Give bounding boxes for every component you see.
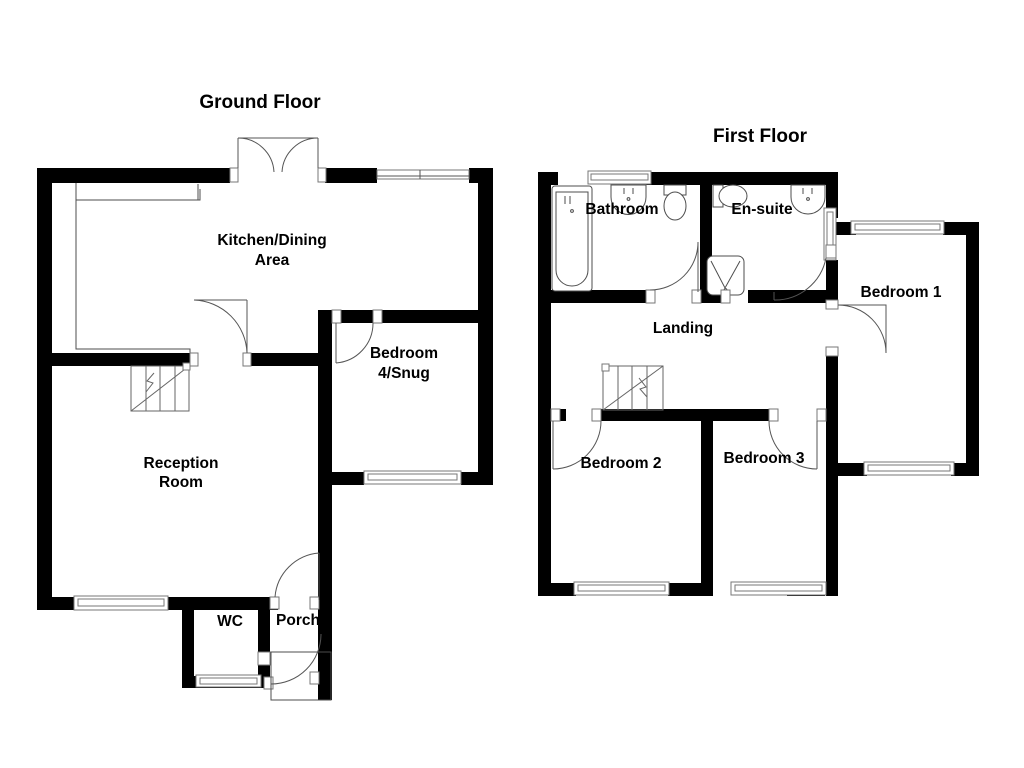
door-porch-top <box>269 552 320 610</box>
door-bedroom3 <box>768 408 827 470</box>
window-bedroom1-bottom <box>863 461 955 476</box>
room-label-bedroom4-line1: Bedroom <box>370 345 438 362</box>
wall-bedroom1-right <box>966 222 979 476</box>
wall-bedroom4-bottom-left <box>332 472 364 485</box>
room-label-bedroom2: Bedroom 2 <box>581 455 662 472</box>
wall-bedroom1-top-left <box>832 222 856 235</box>
door-bedroom2 <box>550 408 602 470</box>
wall-ff-left-outer <box>538 172 551 596</box>
wall-ff-top-right <box>646 172 836 185</box>
ensuite-toilet <box>712 184 748 208</box>
wall-bedroom2-3-divider <box>701 409 713 596</box>
window-bedroom2-bottom <box>573 581 670 596</box>
door-bedroom4 <box>331 309 383 364</box>
wall-left-outer <box>37 168 52 610</box>
wall-top-left <box>37 168 230 183</box>
room-label-landing: Landing <box>653 320 713 337</box>
wall-mid-right <box>249 353 325 366</box>
window-bedroom4-bottom <box>363 470 462 485</box>
room-label-bedroom3: Bedroom 3 <box>724 450 805 467</box>
window-bedroom1-top <box>850 220 945 235</box>
wall-ff-bottom-mid <box>668 583 706 596</box>
wall-mid-left <box>37 353 192 366</box>
first-floor-group <box>538 170 979 596</box>
room-label-reception-line1: Reception <box>144 455 219 472</box>
kitchen-counter-top <box>76 189 201 201</box>
bath-tub <box>551 185 593 292</box>
wall-wc-left <box>182 597 194 687</box>
room-label-reception-line2: Room <box>159 474 203 491</box>
wall-bedroom4-top <box>318 310 493 323</box>
first-floor-title: First Floor <box>713 126 808 147</box>
ground-floor-walls <box>37 168 493 700</box>
room-label-bedroom4-line2: 4/Snug <box>378 365 430 382</box>
stairs-ground-up <box>130 362 191 412</box>
door-kitchen-reception <box>189 299 252 367</box>
wall-porch-right <box>318 540 332 700</box>
door-kitchen-french <box>229 137 327 183</box>
kitchen-counter-outer <box>75 183 199 201</box>
ensuite-washbasin <box>790 184 826 215</box>
kitchen-counter-left <box>75 200 191 358</box>
ensuite-shower-tray <box>706 255 745 296</box>
door-wc <box>257 651 271 666</box>
wall-bedroom1-bottom-right <box>951 463 979 476</box>
door-bedroom1 <box>825 299 887 357</box>
kitchen-counter-inner <box>75 200 191 366</box>
wall-ensuite-right-top <box>826 172 838 218</box>
window-bathroom-top <box>587 170 652 185</box>
room-label-ensuite: En-suite <box>731 201 793 218</box>
window-reception-bottom <box>73 595 169 611</box>
wall-bedroom4-bottom-right <box>461 472 493 485</box>
door-ensuite <box>720 244 837 304</box>
wall-reception-bottom-left <box>37 597 74 610</box>
wall-right-kitchen <box>478 168 493 318</box>
first-floor-walls <box>538 172 979 596</box>
bathroom-washbasin <box>610 184 647 215</box>
wall-bedroom4-left <box>318 310 332 610</box>
room-label-bathroom: Bathroom <box>585 201 658 218</box>
window-bedroom3-bottom <box>730 581 827 596</box>
wall-bedroom3-right <box>826 409 838 596</box>
wall-bedroom4-right <box>478 310 493 485</box>
wall-ff-bottom-left <box>538 583 576 596</box>
bathroom-toilet <box>663 184 687 221</box>
wall-ensuite-bottom-right <box>748 290 826 303</box>
wall-landing-bottom-mid <box>600 409 770 421</box>
room-label-bedroom1: Bedroom 1 <box>861 284 942 301</box>
room-label-wc: WC <box>217 613 243 630</box>
ground-floor-title: Ground Floor <box>199 92 321 113</box>
ground-floor-group <box>37 137 493 701</box>
room-label-kitchen-dining-line2: Area <box>255 252 290 269</box>
door-porch-bottom <box>263 633 332 701</box>
wall-wc-right-upper <box>258 610 270 654</box>
window-wc-bottom <box>195 674 262 688</box>
door-bathroom <box>645 241 702 304</box>
wall-top-mid <box>325 168 377 183</box>
wall-bathroom-bottom <box>538 290 646 303</box>
room-label-kitchen-dining-line1: Kitchen/Dining <box>217 232 326 249</box>
stairs-first-down <box>601 363 664 411</box>
room-label-porch: Porch <box>276 612 320 629</box>
wall-wc-top <box>182 597 278 610</box>
window-kitchen-top <box>376 169 470 180</box>
